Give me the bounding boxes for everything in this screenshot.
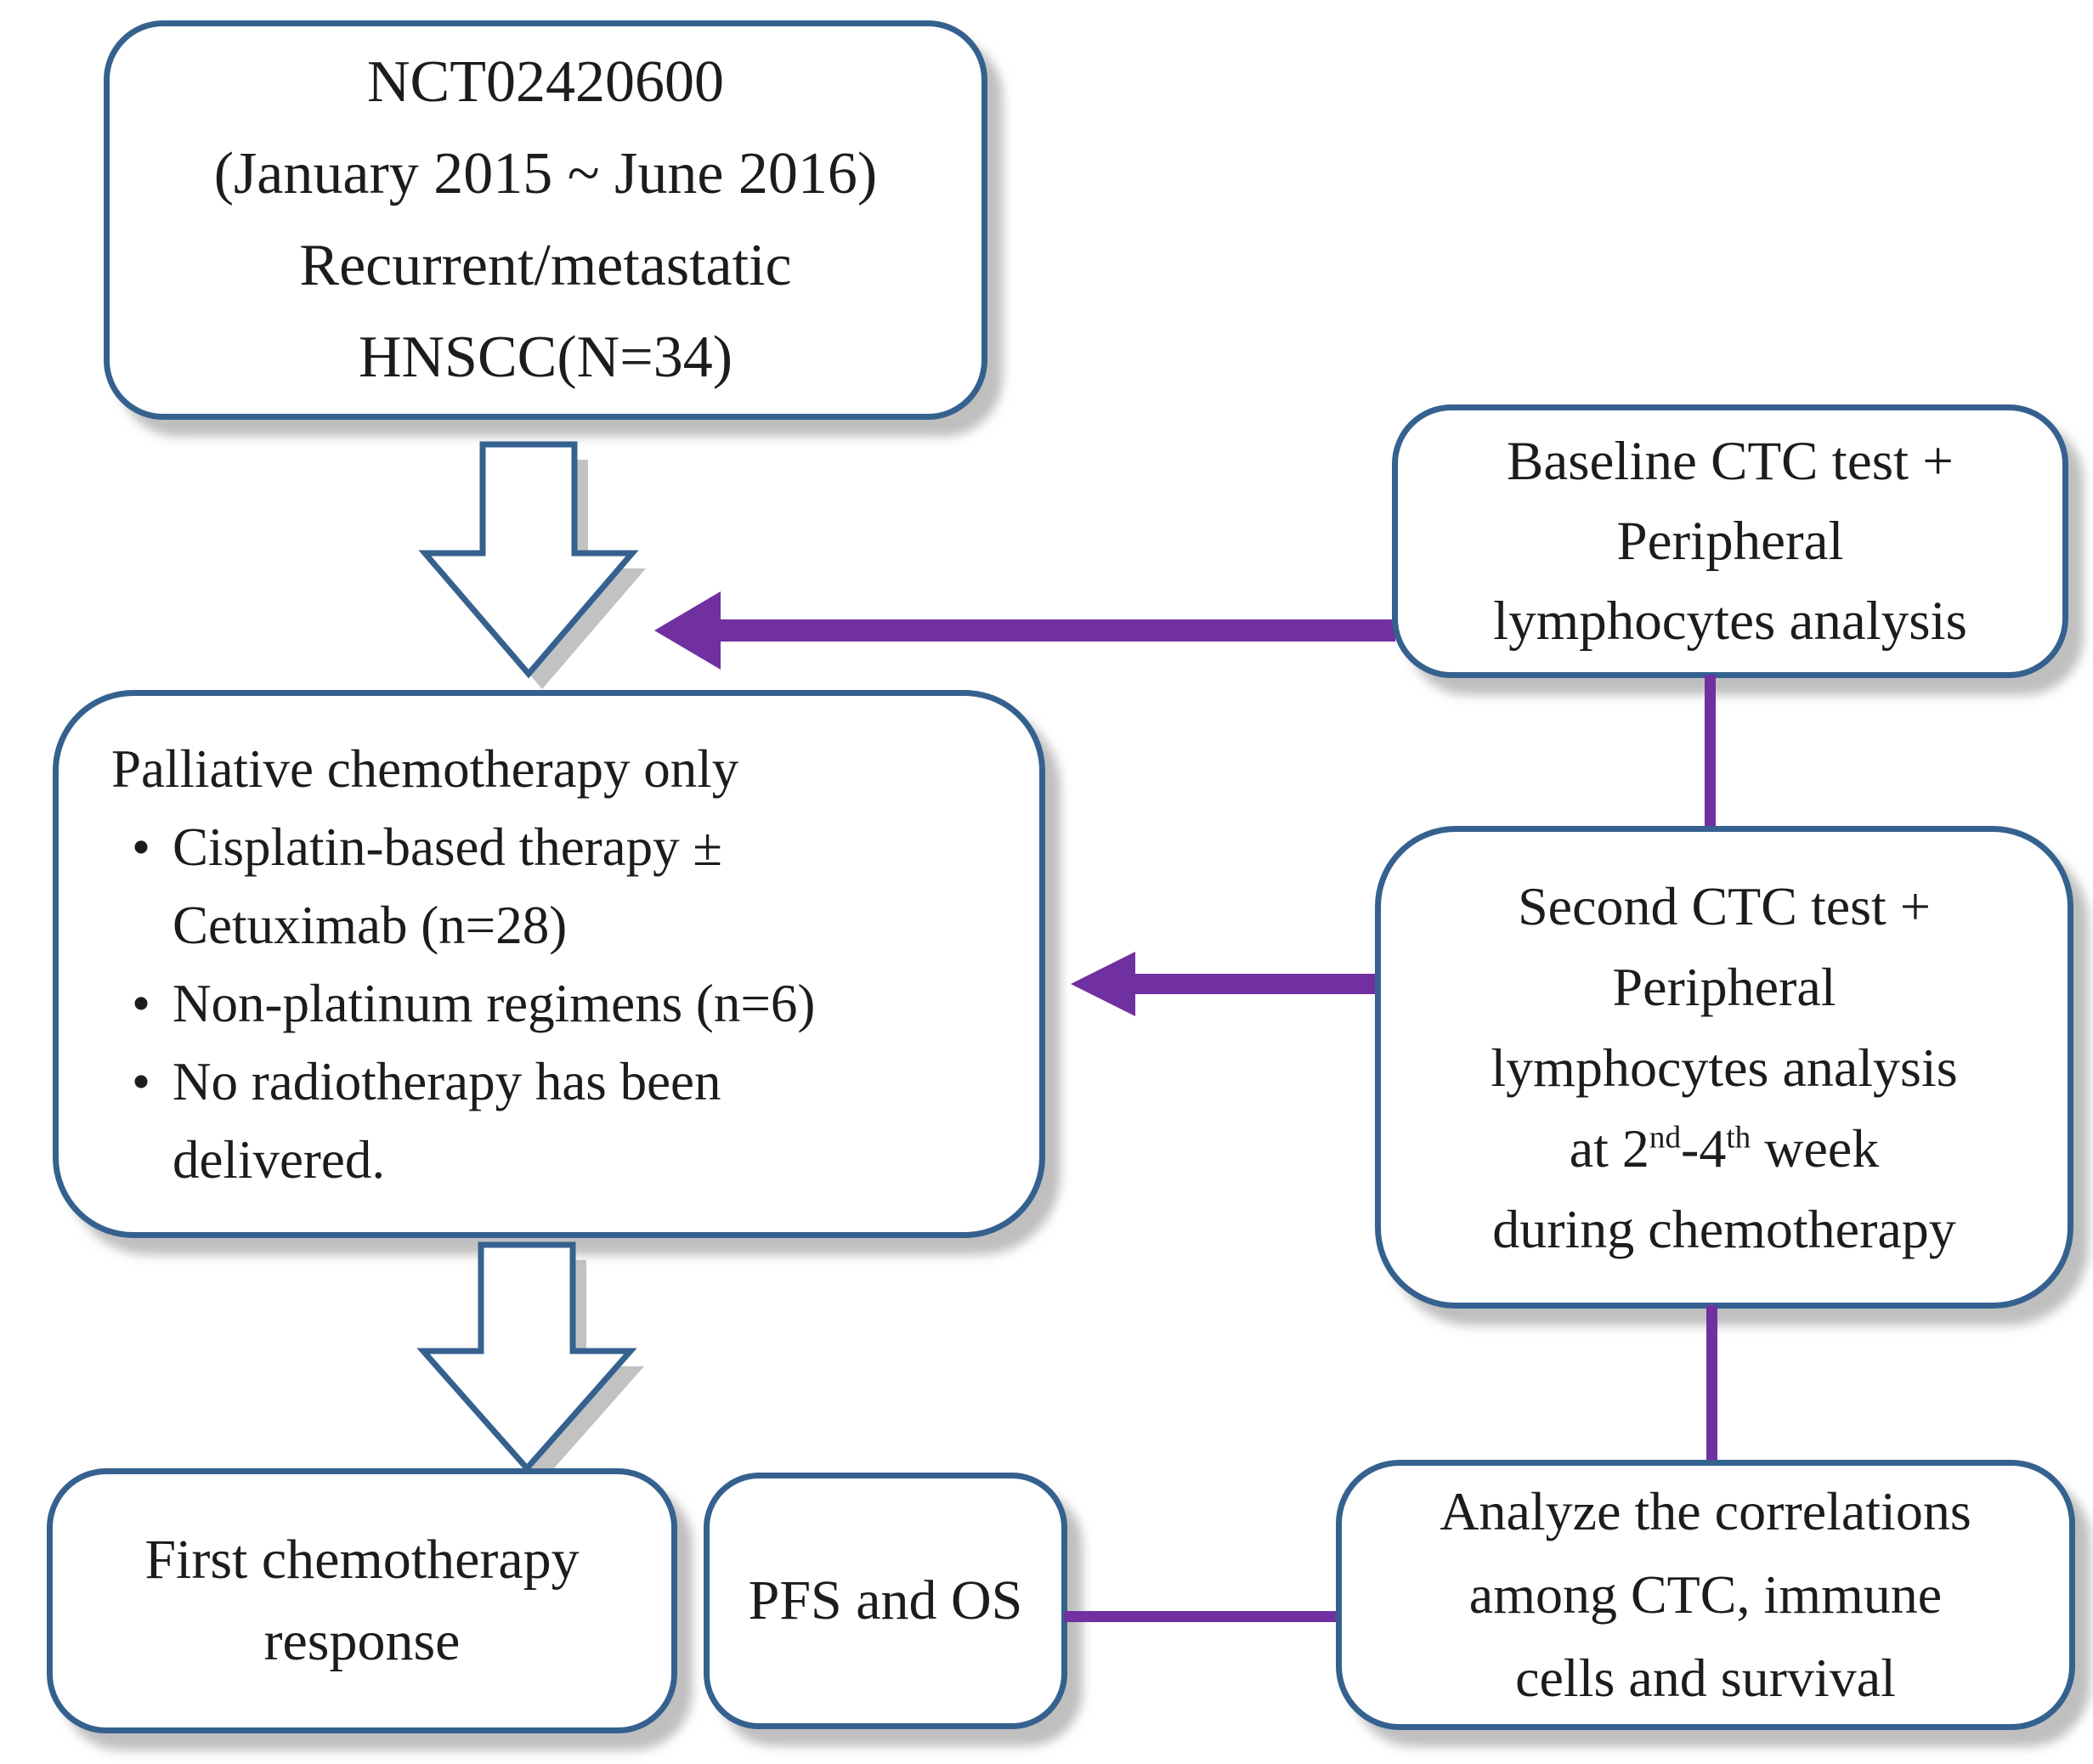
second-line: during chemotherapy: [1492, 1198, 1956, 1259]
analyze-line: among CTC, immune: [1468, 1564, 1943, 1625]
bullet-icon: •: [132, 1051, 151, 1111]
baseline-ctc-box: Baseline CTC test + Peripheral lymphocyt…: [1392, 404, 2068, 678]
second-line: Peripheral: [1612, 956, 1836, 1017]
baseline-line: Peripheral: [1616, 511, 1844, 572]
down-arrow-icon: [416, 1241, 644, 1484]
analyze-line: Analyze the correlations: [1440, 1481, 1971, 1541]
second-ctc-box: Second CTC test + Peripheral lymphocytes…: [1375, 826, 2073, 1309]
bullet-line: Cetuximab (n=28): [173, 895, 568, 955]
palliative-title: Palliative chemotherapy only: [111, 738, 739, 799]
analyze-line: cells and survival: [1515, 1648, 1896, 1708]
purple-left-arrow-icon: [654, 591, 1395, 670]
bullet-line: Non-platinum regimens (n=6): [173, 973, 816, 1033]
first-response-line: response: [263, 1610, 461, 1672]
pfs-os-box: PFS and OS: [704, 1473, 1067, 1729]
ordinal-superscript: th: [1726, 1120, 1751, 1156]
enrollment-line: HNSCC(N=34): [358, 325, 733, 390]
ordinal-superscript: nd: [1649, 1120, 1682, 1156]
palliative-chemo-box: Palliative chemotherapy only • Cisplatin…: [53, 690, 1045, 1238]
bullet-line: Cisplatin-based therapy ±: [173, 817, 722, 877]
bullet-item: • Non-platinum regimens (n=6): [111, 964, 1039, 1043]
bullet-item: • Cisplatin-based therapy ± Cetuximab (n…: [111, 808, 1039, 964]
bullet-line: delivered.: [173, 1129, 386, 1190]
baseline-line: lymphocytes analysis: [1493, 591, 1967, 652]
second-week-line: at 2nd-4th week: [1569, 1117, 1880, 1179]
purple-left-arrow-icon: [1071, 952, 1378, 1016]
bullet-item: • No radiotherapy has been delivered.: [111, 1043, 1039, 1199]
connector-line-pfs-analyze: [1064, 1611, 1339, 1622]
analyze-correlations-box: Analyze the correlations among CTC, immu…: [1336, 1460, 2075, 1730]
bullet-icon: •: [132, 973, 151, 1033]
enrollment-line: NCT02420600: [367, 49, 724, 115]
pfs-os-label: PFS and OS: [748, 1569, 1023, 1631]
down-arrow-icon: [418, 441, 646, 689]
connector-line-baseline-second: [1705, 675, 1716, 829]
enrollment-box: NCT02420600 (January 2015 ~ June 2016) R…: [104, 20, 987, 420]
baseline-line: Baseline CTC test +: [1507, 431, 1954, 492]
enrollment-line: (January 2015 ~ June 2016): [213, 141, 878, 206]
connector-line-second-analyze: [1706, 1305, 1717, 1463]
bullet-line: No radiotherapy has been: [173, 1051, 721, 1111]
enrollment-line: Recurrent/metastatic: [299, 233, 792, 298]
first-response-box: First chemotherapy response: [47, 1468, 677, 1733]
bullet-icon: •: [132, 817, 151, 877]
first-response-line: First chemotherapy: [144, 1529, 580, 1591]
second-line: lymphocytes analysis: [1491, 1037, 1958, 1098]
second-line: Second CTC test +: [1518, 875, 1931, 936]
